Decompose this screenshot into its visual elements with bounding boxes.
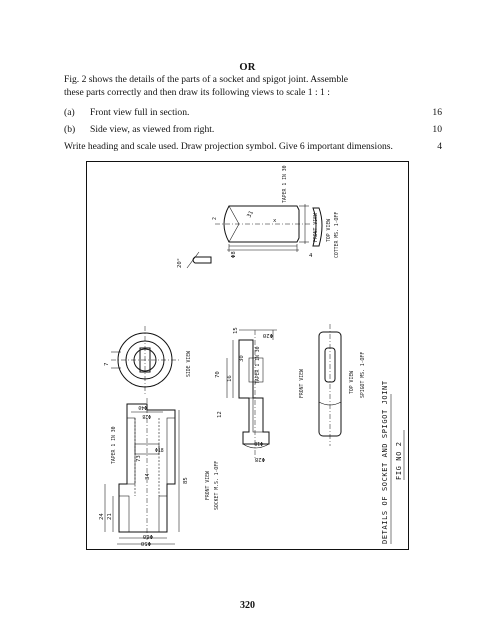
cotter-front-view-label: FRONT VIEW (313, 213, 319, 242)
socket-dim-34: 34 (145, 473, 151, 480)
socket-dim-24: 24 (99, 513, 105, 520)
socket-dim-d2: Φ60 (143, 533, 153, 539)
socket-dim-21: 21 (107, 513, 113, 520)
socket-side-view (111, 326, 179, 394)
or-heading: OR (239, 62, 256, 73)
socket-dim-7: 7 (104, 363, 110, 366)
socket-dim-d4: Φ28 (142, 413, 151, 419)
intro-line-2: these parts correctly and then draw its … (64, 86, 330, 98)
cotter-front-view (215, 204, 311, 252)
spigot-front-view-label: FRONT VIEW (299, 369, 305, 398)
spigot-dim-70: 70 (215, 371, 221, 378)
cotter-top-view-label: TOP VIEW (326, 219, 332, 242)
question-a-marker: (a) (64, 107, 75, 118)
cotter-length-dim: 31 (246, 210, 254, 219)
spigot-dim-12: 12 (217, 411, 223, 418)
page-number: 320 (240, 600, 255, 611)
socket-dim-d3: Φ40 (138, 404, 147, 410)
cotter-angle-detail (186, 251, 212, 269)
spigot-dim-d2: Φ28 (254, 456, 265, 462)
spigot-front-view (238, 330, 270, 458)
spigot-top-view (318, 324, 342, 446)
spigot-taper-label: TAPER 1 IN 30 (255, 346, 261, 384)
question-b-marker: (b) (64, 124, 76, 135)
question-a: (a) Front view full in section. 16 (64, 107, 442, 120)
cotter-top-view (312, 207, 323, 247)
drawing-canvas: 20° 31 x 2 Φ8 4 TAPER 1 IN 30 FRONT VIEW… (99, 165, 405, 546)
cotter-angle-dim: 20° (177, 258, 183, 268)
question-a-marks: 16 (432, 107, 442, 118)
instruction-marks: 4 (437, 141, 442, 152)
intro-line-1: Fig. 2 shows the details of the parts of… (64, 74, 349, 85)
spigot-material-label: SPIGOT MS. 1-OFF (360, 352, 366, 398)
drawing-title-main: DETAILS OF SOCKET AND SPIGOT JOINT (381, 380, 389, 544)
cotter-dia-dim: Φ8 (231, 251, 237, 258)
question-b: (b) Side view, as viewed from right. 10 (64, 124, 442, 137)
question-a-text: Front view full in section. (90, 107, 190, 118)
spigot-dim-d1: Φ20 (263, 332, 273, 338)
socket-material-label: SOCKET M.S. 1-OFF (214, 461, 220, 510)
socket-dim-85: 85 (183, 477, 189, 484)
cotter-small-dim: 2 (212, 217, 218, 220)
cotter-taper-label: TAPER 1 IN 30 (282, 165, 288, 203)
question-b-marks: 10 (432, 124, 442, 135)
socket-dim-73: 73 (136, 455, 142, 462)
socket-taper-label: TAPER 1 IN 30 (111, 426, 117, 464)
cotter-width-dim: 4 (309, 253, 313, 259)
spigot-drawing: 70 30 16 15 12 Φ20 Φ18 Φ28 TAPER 1 IN 30… (215, 324, 366, 462)
instruction-text: Write heading and scale used. Draw proje… (64, 141, 393, 152)
socket-front-view (118, 398, 176, 540)
cotter-drawing: 20° 31 x 2 Φ8 4 TAPER 1 IN 30 FRONT VIEW… (177, 165, 340, 269)
drawing-title-block: DETAILS OF SOCKET AND SPIGOT JOINT FIG N… (381, 380, 405, 544)
question-b-text: Side view, as viewed from right. (90, 124, 215, 135)
spigot-dim-16: 16 (227, 375, 233, 382)
cotter-x-label: x (273, 218, 277, 224)
socket-front-view-label: FRONT VIEW (205, 471, 211, 500)
spigot-dim-d3: Φ18 (254, 440, 263, 446)
spigot-top-view-label: TOP VIEW (349, 371, 355, 394)
socket-dim-d5: Φ18 (155, 448, 164, 454)
spigot-dim-30: 30 (239, 355, 245, 362)
socket-drawing: 7 SIDE VIEW (99, 326, 220, 546)
engineering-drawing: 20° 31 x 2 Φ8 4 TAPER 1 IN 30 FRONT VIEW… (86, 161, 409, 550)
socket-side-view-label: SIDE VIEW (186, 351, 192, 377)
spigot-dim-15: 15 (233, 327, 239, 334)
cotter-material-label: COTTER MS. 1-OFF (334, 212, 340, 258)
drawing-title-fig: FIG NO 2 (395, 441, 403, 480)
socket-dim-d1: Φ50 (141, 540, 151, 546)
instruction-row: Write heading and scale used. Draw proje… (64, 141, 442, 154)
question-intro: Fig. 2 shows the details of the parts of… (64, 74, 444, 99)
